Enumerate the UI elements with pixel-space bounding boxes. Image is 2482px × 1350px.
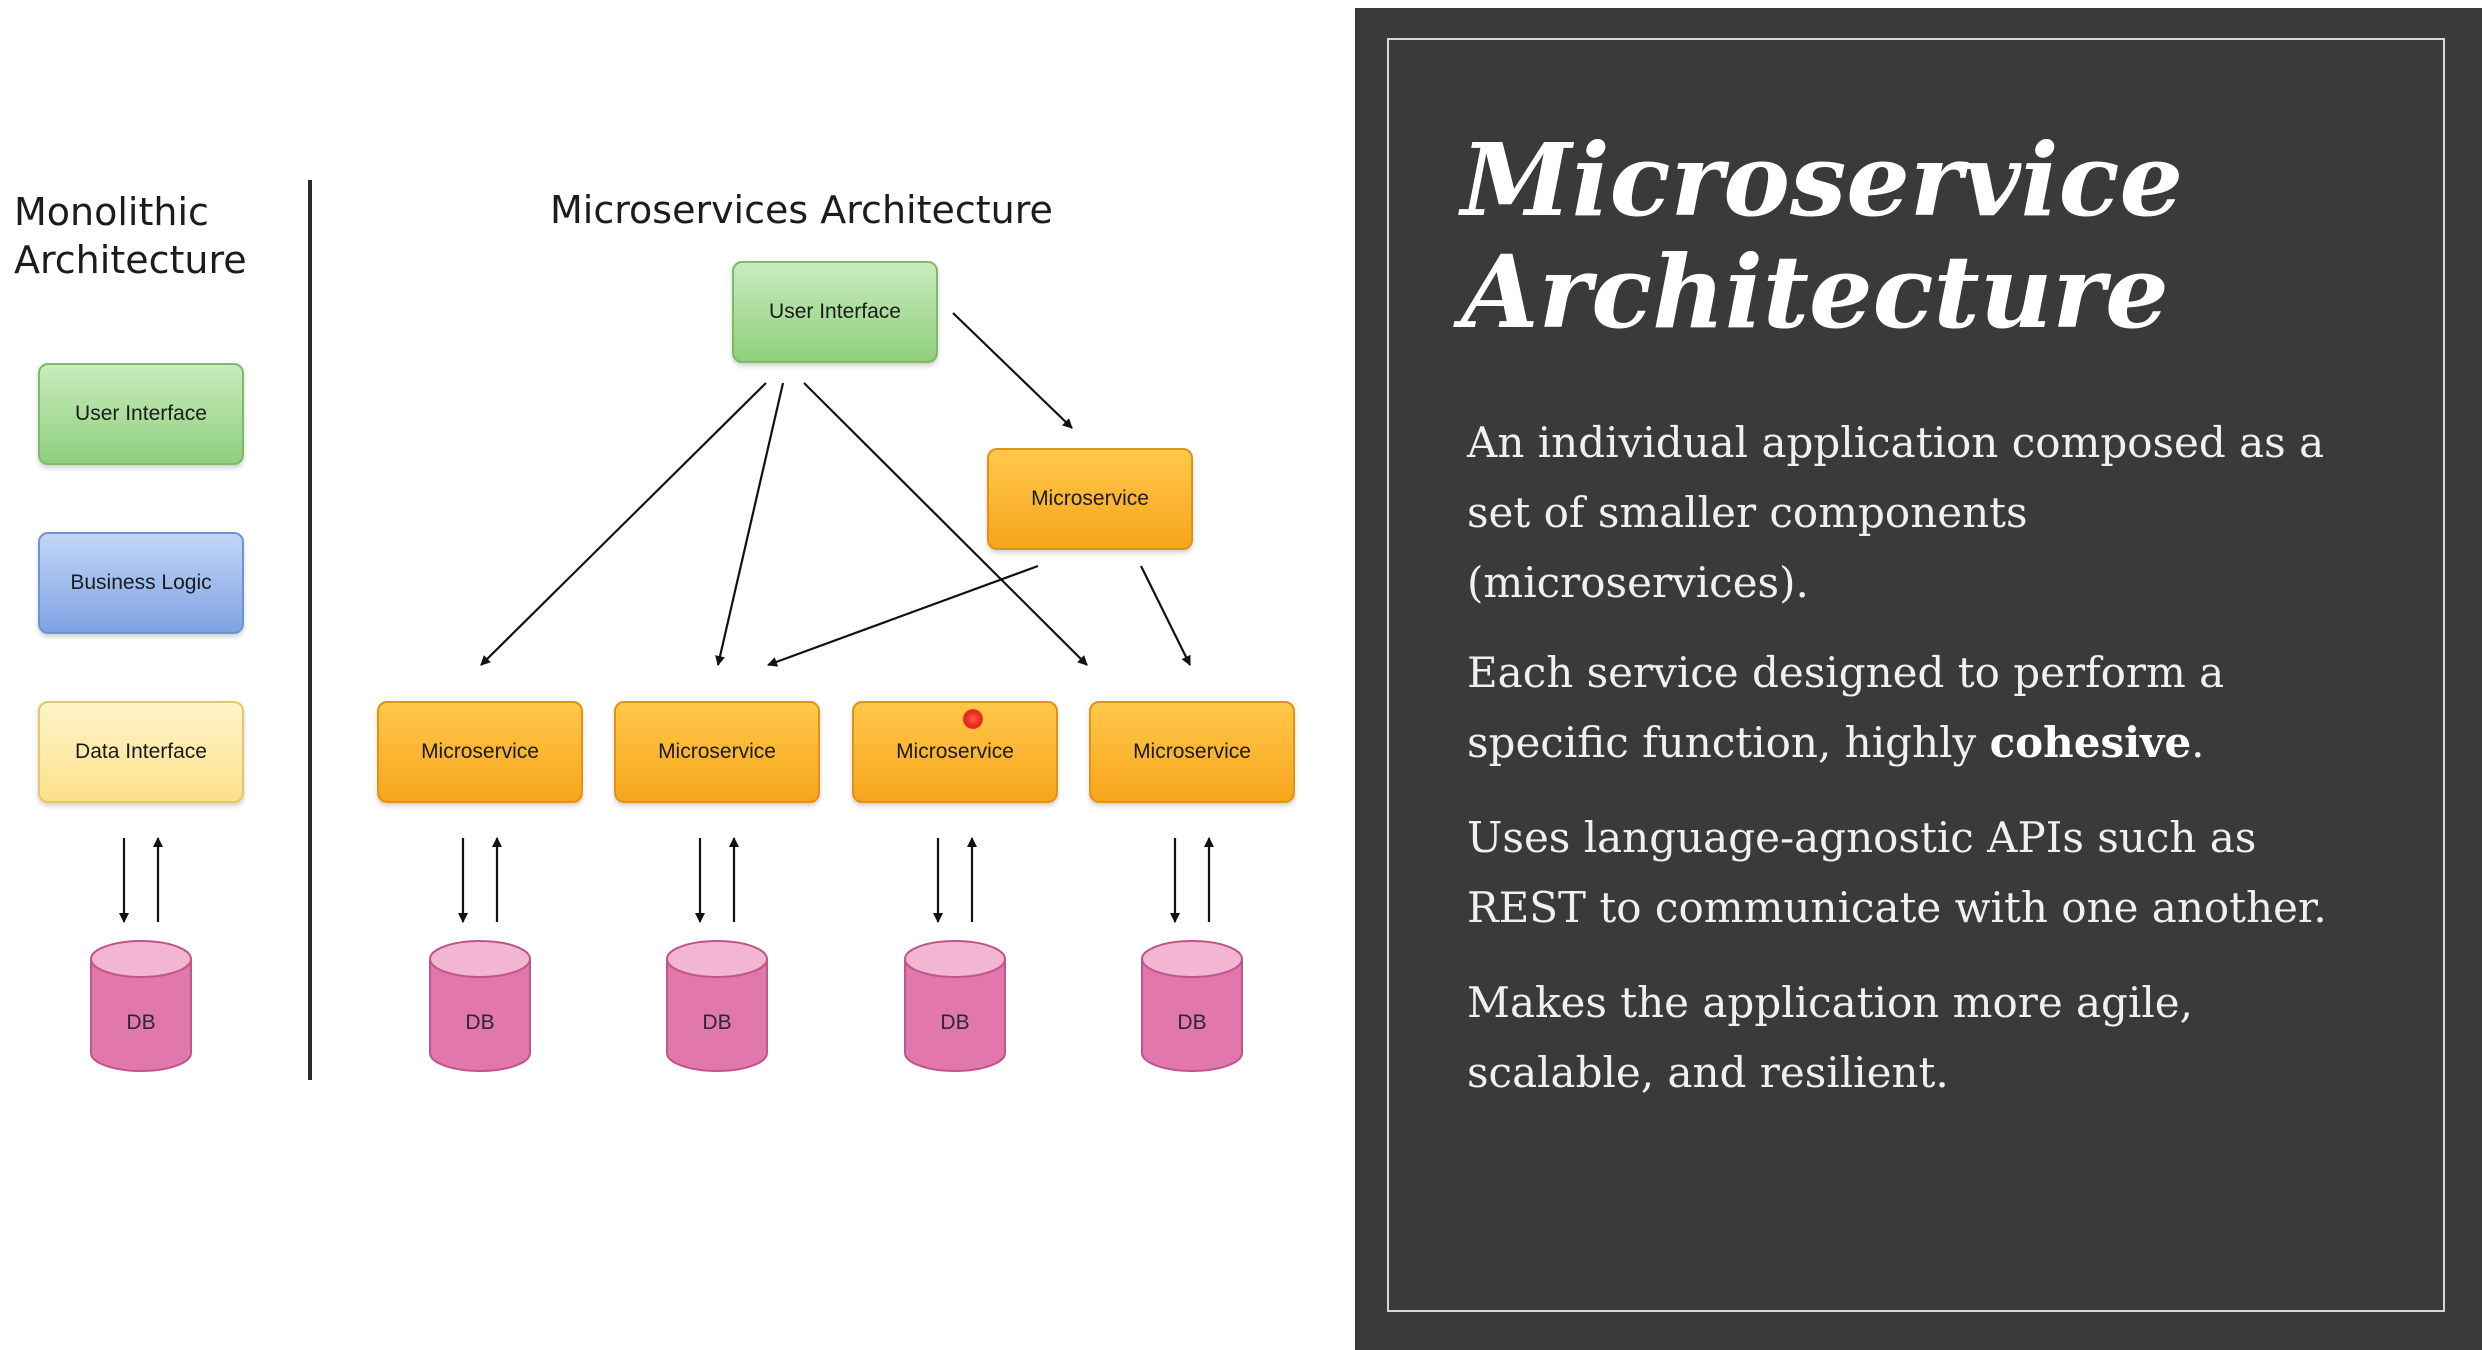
summary-panel: Microservice Architecture An individual … (1355, 8, 2482, 1350)
diagram-connectors (119, 312, 1214, 923)
db-label: DB (940, 1011, 970, 1034)
ms-db-4: DB (1139, 937, 1245, 1075)
ms-service-2: Microservice (614, 701, 820, 803)
db-label: DB (702, 1011, 732, 1034)
arrow-top-to-service-4 (1140, 565, 1191, 666)
arrow-ui-to-top-service (952, 312, 1073, 429)
panel-paragraph-3: Uses language-agnostic APIs such as REST… (1467, 813, 2327, 932)
database-icon (666, 940, 768, 1072)
column-divider (308, 180, 312, 1080)
ms-db-1: DB (427, 937, 533, 1075)
ms-service-1: Microservice (377, 701, 583, 803)
panel-frame (1387, 38, 2445, 1312)
mono-db: DB (88, 937, 194, 1075)
arrow-top-to-service-2 (767, 564, 1039, 667)
arrow-ui-to-service-1 (480, 382, 767, 666)
ms-db-3: DB (902, 937, 1008, 1075)
ms-user-interface: User Interface (732, 261, 938, 363)
panel-title: Microservice Architecture (1461, 121, 2184, 351)
arrow-ui-to-service-3 (803, 382, 1088, 666)
microservices-title: Microservices Architecture (550, 188, 1053, 232)
ms-service-4: Microservice (1089, 701, 1295, 803)
architecture-diagram: Monolithic Architecture User Interface B… (14, 180, 1295, 1080)
database-icon (1141, 940, 1243, 1072)
arrow-ui-to-service-2 (715, 382, 785, 666)
db-label: DB (1177, 1011, 1207, 1034)
panel-paragraph-4: Makes the application more agile, scalab… (1467, 978, 2194, 1097)
monolithic-title: Monolithic Architecture (14, 190, 247, 282)
mono-data-interface: Data Interface (38, 701, 244, 803)
database-icon (904, 940, 1006, 1072)
db-label: DB (126, 1011, 156, 1034)
mono-user-interface: User Interface (38, 363, 244, 465)
db-label: DB (465, 1011, 495, 1034)
database-icon (429, 940, 531, 1072)
panel-paragraph-2: Each service designed to perform a speci… (1467, 648, 2225, 767)
emphasis-cohesive: cohesive (1989, 718, 2192, 767)
ms-service-3: Microservice (852, 701, 1058, 803)
database-icon (90, 940, 192, 1072)
ms-top-service: Microservice (987, 448, 1193, 550)
pointer-highlight-icon (963, 709, 983, 729)
panel-paragraph-1: An individual application composed as a … (1467, 418, 2325, 607)
ms-db-2: DB (664, 937, 770, 1075)
mono-business-logic: Business Logic (38, 532, 244, 634)
